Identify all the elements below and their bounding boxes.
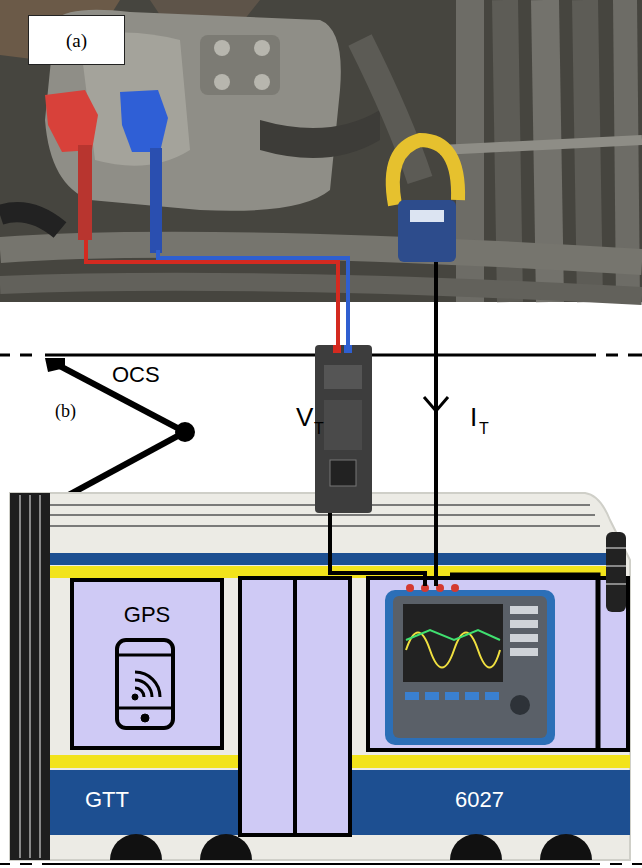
node-text: (a)	[29, 31, 124, 50]
current-wire	[434, 262, 438, 586]
pantograph	[45, 358, 195, 497]
signal-subscript: T	[314, 421, 324, 437]
node-text: GPS	[74, 604, 220, 626]
window-box: GPS	[70, 578, 224, 750]
current-arrow	[424, 397, 448, 411]
signal-name: V	[296, 404, 313, 430]
probe-cable	[330, 513, 425, 586]
train-body: GTT 6027 GPS	[10, 493, 630, 860]
node-text: GTT	[85, 789, 129, 811]
rail-line	[0, 863, 642, 865]
cable	[450, 575, 598, 750]
signal-subscript: T	[479, 421, 489, 437]
oscilloscope	[385, 584, 555, 745]
node-text: 6027	[455, 789, 504, 811]
voltage-probe	[315, 345, 372, 513]
train	[10, 493, 630, 860]
signal-name: I	[470, 404, 477, 430]
panel-tag: (a)	[28, 15, 125, 65]
line-label: OCS	[112, 364, 160, 386]
panel-label: (b)	[55, 402, 76, 420]
voltage-wire	[158, 250, 348, 348]
phone-icon	[117, 640, 173, 728]
